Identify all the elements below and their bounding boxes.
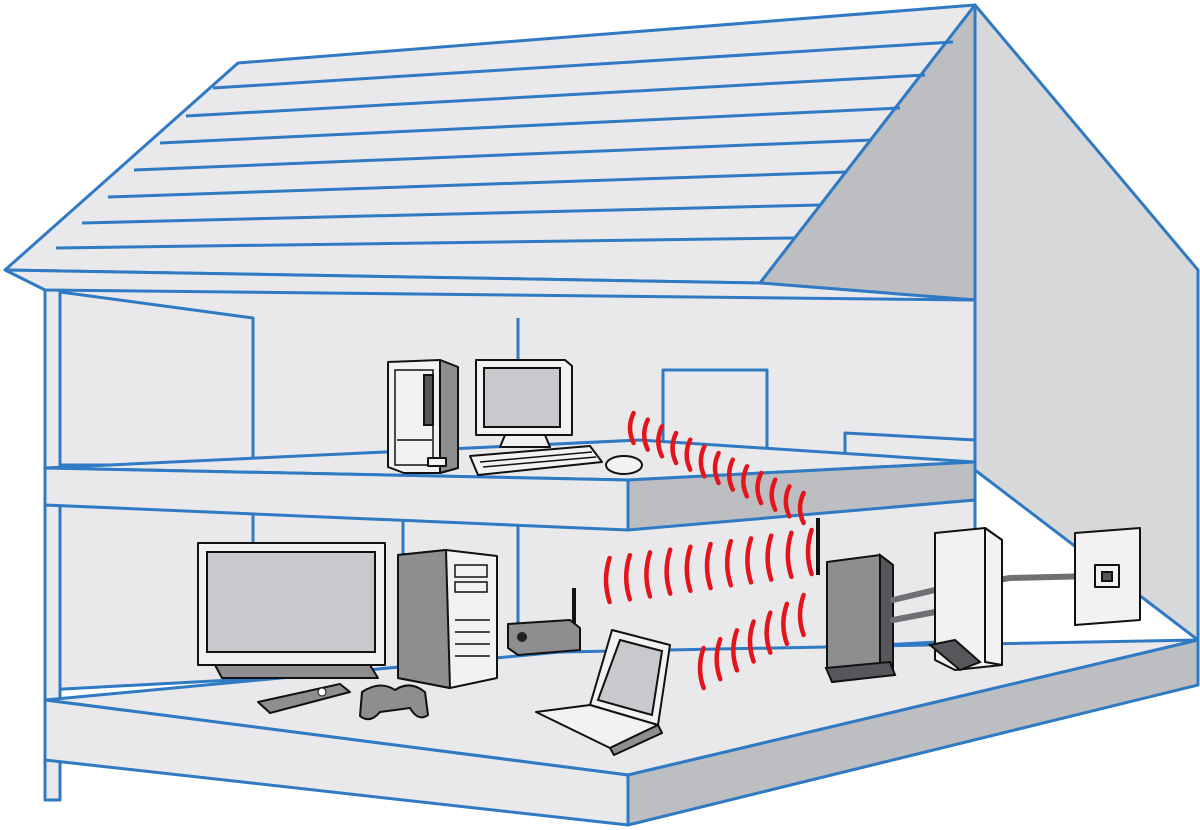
crt-monitor	[475, 359, 573, 448]
wireless-router	[816, 518, 897, 684]
signal-arc	[769, 477, 778, 512]
signal-arc	[712, 450, 721, 486]
signal-arc	[724, 538, 734, 588]
ground-floor-devices	[197, 518, 1141, 756]
flat-tv	[197, 542, 386, 679]
signal-arc	[698, 444, 707, 479]
roof-shingle-lines	[55, 40, 954, 250]
signal-arc	[684, 544, 693, 594]
signal-arc	[741, 464, 750, 499]
laptop	[535, 629, 671, 756]
roof-eave	[3, 268, 977, 302]
signal-arc	[664, 547, 673, 596]
phone-wall-socket	[1074, 527, 1141, 626]
signal-arc	[714, 636, 723, 682]
signal-arc	[623, 552, 633, 602]
signal-arc	[731, 628, 740, 673]
remote-control	[257, 683, 351, 714]
signal-arc	[797, 490, 806, 526]
wireless-signals	[603, 410, 814, 691]
signal-arc	[805, 527, 814, 577]
signal-arc	[747, 619, 756, 664]
signal-arc	[781, 601, 790, 647]
signal-arc	[745, 536, 754, 585]
signal-arc	[785, 530, 794, 580]
mouse	[605, 455, 643, 475]
signal-arc	[656, 424, 665, 459]
ground-floor-side	[626, 638, 1200, 827]
media-player	[507, 588, 581, 656]
signal-arc	[797, 592, 806, 638]
signal-arc	[726, 457, 736, 492]
signal-arc	[641, 417, 651, 452]
upper-desktop-tower	[387, 359, 459, 474]
upper-floor-devices	[387, 359, 643, 476]
router-modem-cable	[890, 609, 938, 623]
signal-arc	[670, 430, 679, 466]
signal-arc	[627, 410, 636, 446]
game-controller	[359, 684, 429, 721]
signal-arc	[783, 484, 792, 519]
signal-arc	[644, 550, 653, 599]
signal-arc	[697, 645, 706, 691]
ground-desktop-tower	[397, 549, 498, 689]
upper-partition	[43, 288, 255, 467]
signal-arc	[603, 555, 612, 605]
signal-arc	[684, 437, 693, 472]
modem	[927, 527, 1003, 672]
signal-arc	[765, 533, 774, 582]
signal-arc	[704, 541, 713, 591]
signal-arc	[755, 470, 764, 506]
signal-arc	[764, 610, 773, 655]
keyboard	[469, 445, 603, 476]
